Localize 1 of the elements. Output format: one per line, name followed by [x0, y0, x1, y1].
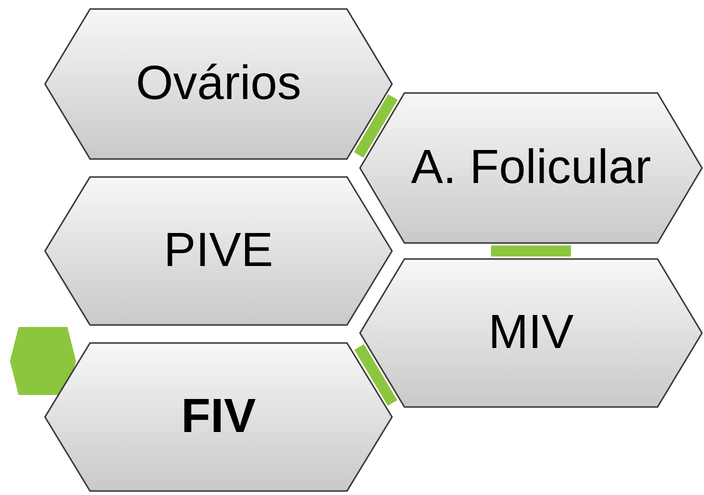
connector-bar [491, 246, 571, 256]
